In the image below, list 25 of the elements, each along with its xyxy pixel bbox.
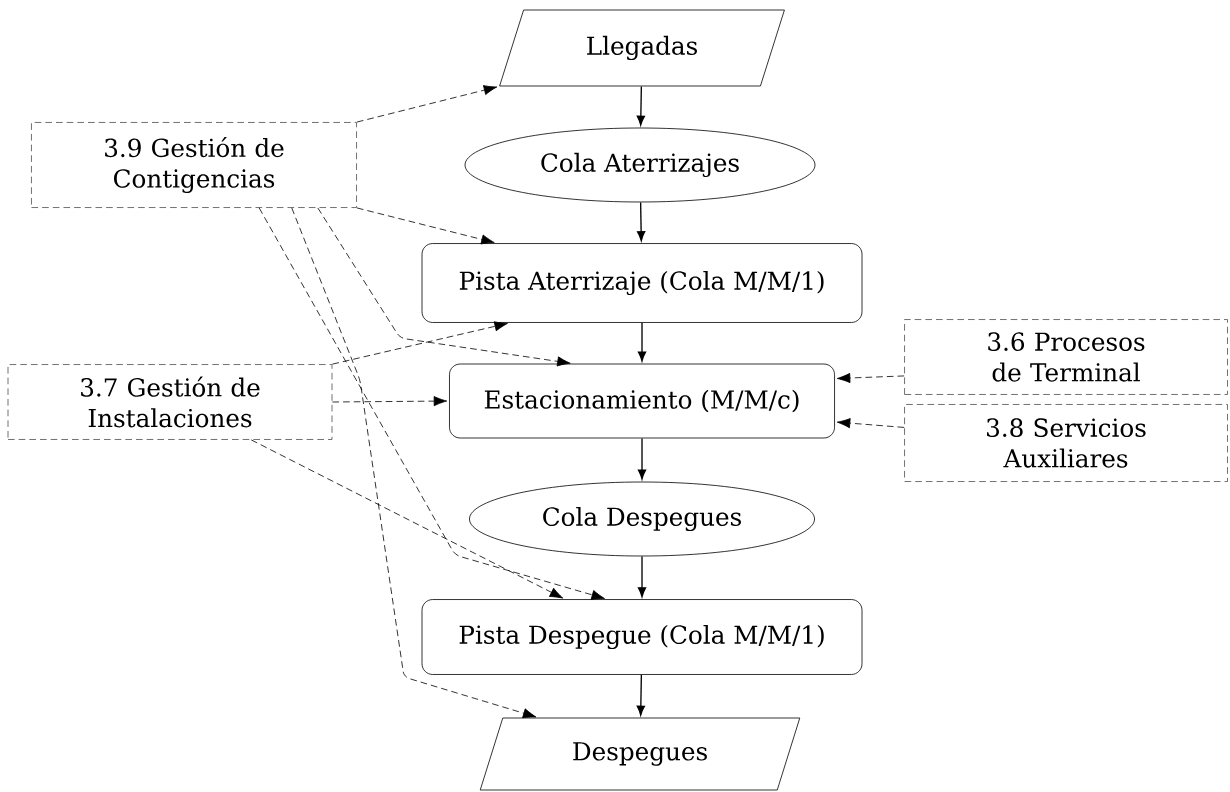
dashed-box: 3.6 Procesos de Terminal — [904, 319, 1228, 395]
dashed-box: 3.9 Gestión de Contigencias — [31, 122, 357, 208]
dashed-arrow — [356, 85, 498, 123]
process-box: Estacionamiento (M/M/c) — [449, 363, 835, 439]
dashed-arrow — [258, 207, 605, 600]
dashed-arrow — [317, 207, 571, 367]
dashed-box: 3.7 Gestión de Instalaciones — [7, 364, 333, 440]
dashed-arrow — [291, 207, 537, 719]
arrow — [637, 322, 647, 362]
arrow — [637, 437, 647, 480]
dashed-box: 3.8 Servicios Auxiliares — [904, 404, 1228, 482]
parallelogram: Despegues — [479, 717, 801, 791]
dashed-arrow — [836, 372, 905, 384]
parallelogram: Llegadas — [499, 9, 785, 87]
arrow — [637, 201, 646, 242]
dashed-arrow — [836, 418, 905, 429]
dashed-arrow — [332, 321, 508, 365]
dashed-arrow — [250, 439, 564, 599]
dashed-arrow — [332, 396, 448, 407]
arrow — [637, 555, 647, 598]
process-box: Pista Aterrizaje (Cola M/M/1) — [421, 243, 863, 323]
dashed-arrow — [356, 207, 495, 245]
process-box: Pista Despegue (Cola M/M/1) — [421, 599, 863, 675]
arrow — [636, 85, 645, 126]
arrow — [636, 674, 645, 716]
